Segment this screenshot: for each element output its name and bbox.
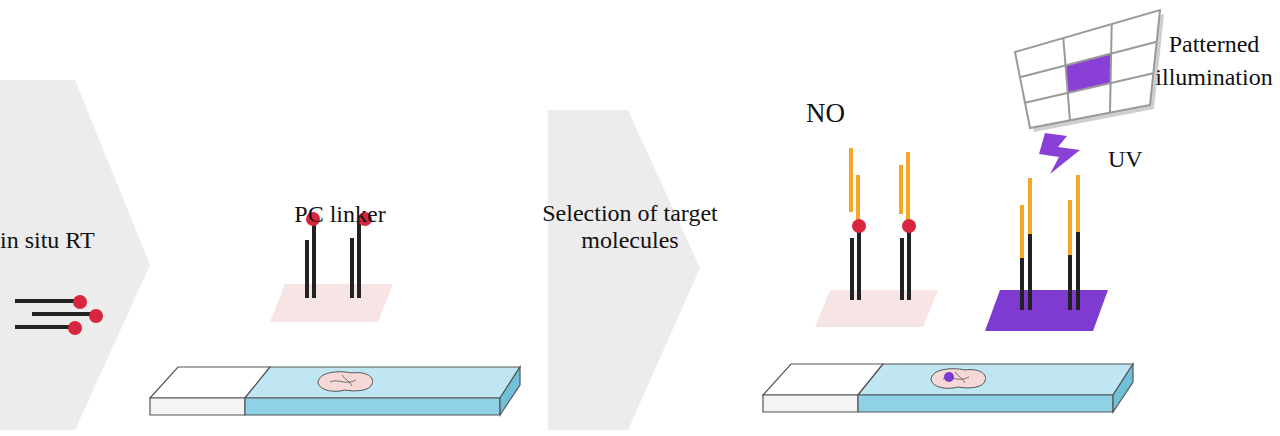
target-strand: [1028, 178, 1032, 234]
slide-front: [763, 395, 858, 412]
illuminated-pad: [985, 290, 1108, 331]
target-strand: [1076, 175, 1080, 232]
mask-grid-line: [1025, 73, 1153, 102]
primer-strand: [32, 312, 96, 316]
dna-strand: [312, 222, 316, 298]
dna-strand: [850, 238, 854, 300]
annotation-label: NO: [806, 98, 866, 128]
slide-side: [1113, 364, 1133, 412]
uv-bolt: [1039, 133, 1080, 174]
dna-strand: [1076, 232, 1080, 310]
capture-pad: [815, 290, 938, 327]
step-label: Selection of target molecules: [542, 200, 718, 254]
capture-pad: [270, 284, 393, 322]
dna-strand: [907, 229, 911, 300]
primer-strand: [15, 299, 80, 303]
arrow-shape: [548, 110, 700, 430]
pc-linker-dot: [73, 295, 87, 309]
target-strand: [899, 165, 903, 214]
dna-strand: [1028, 234, 1032, 310]
illuminated-spot: [944, 372, 954, 382]
step-label: in situ RT: [0, 227, 130, 254]
pc-linker-dot: [902, 219, 916, 233]
tissue-section: [931, 369, 986, 389]
annotation-label: UV: [1108, 146, 1158, 173]
pc-linker-dot: [89, 309, 103, 323]
tissue-section: [318, 372, 373, 392]
illumination-mask: [1015, 10, 1160, 128]
target-strand: [906, 152, 910, 222]
annotation-label: PC linker: [280, 201, 400, 228]
slide-front: [150, 398, 245, 415]
tissue-detail: [943, 372, 969, 383]
dna-strand: [357, 222, 361, 298]
dna-strand: [857, 229, 861, 300]
glass-slide: [150, 367, 520, 415]
dna-strand: [1068, 255, 1072, 310]
chevron-arrow: [0, 80, 150, 430]
mask-grid-line: [1020, 42, 1157, 78]
process-arrow: in situ RT: [0, 80, 150, 430]
slide-side: [500, 367, 520, 415]
glass-slide: [763, 364, 1133, 412]
dna-strand: [305, 240, 309, 298]
primer-strand: [15, 325, 74, 329]
chevron-arrow: [548, 110, 700, 430]
target-strand: [1020, 205, 1024, 258]
dna-strand: [350, 238, 354, 298]
tissue-detail: [330, 375, 356, 386]
rt-primers: [15, 295, 103, 335]
process-arrow: Selection of target molecules: [548, 110, 700, 430]
pc-linker-dot: [852, 219, 866, 233]
annotation-label: Patterned illumination: [1150, 28, 1278, 94]
target-strand: [849, 148, 853, 212]
slide-front: [245, 398, 500, 415]
pc-linker-dot: [68, 321, 82, 335]
arrow-shape: [0, 80, 150, 430]
mask-grid-line: [1063, 38, 1070, 120]
dna-strand: [1020, 258, 1024, 310]
slide-top: [245, 367, 520, 398]
target-strand: [856, 175, 860, 222]
slide-front: [858, 395, 1113, 412]
mask-grid-line: [1110, 24, 1112, 113]
target-strand: [1068, 200, 1072, 255]
dna-strand: [900, 238, 904, 300]
slide-top: [858, 364, 1133, 395]
